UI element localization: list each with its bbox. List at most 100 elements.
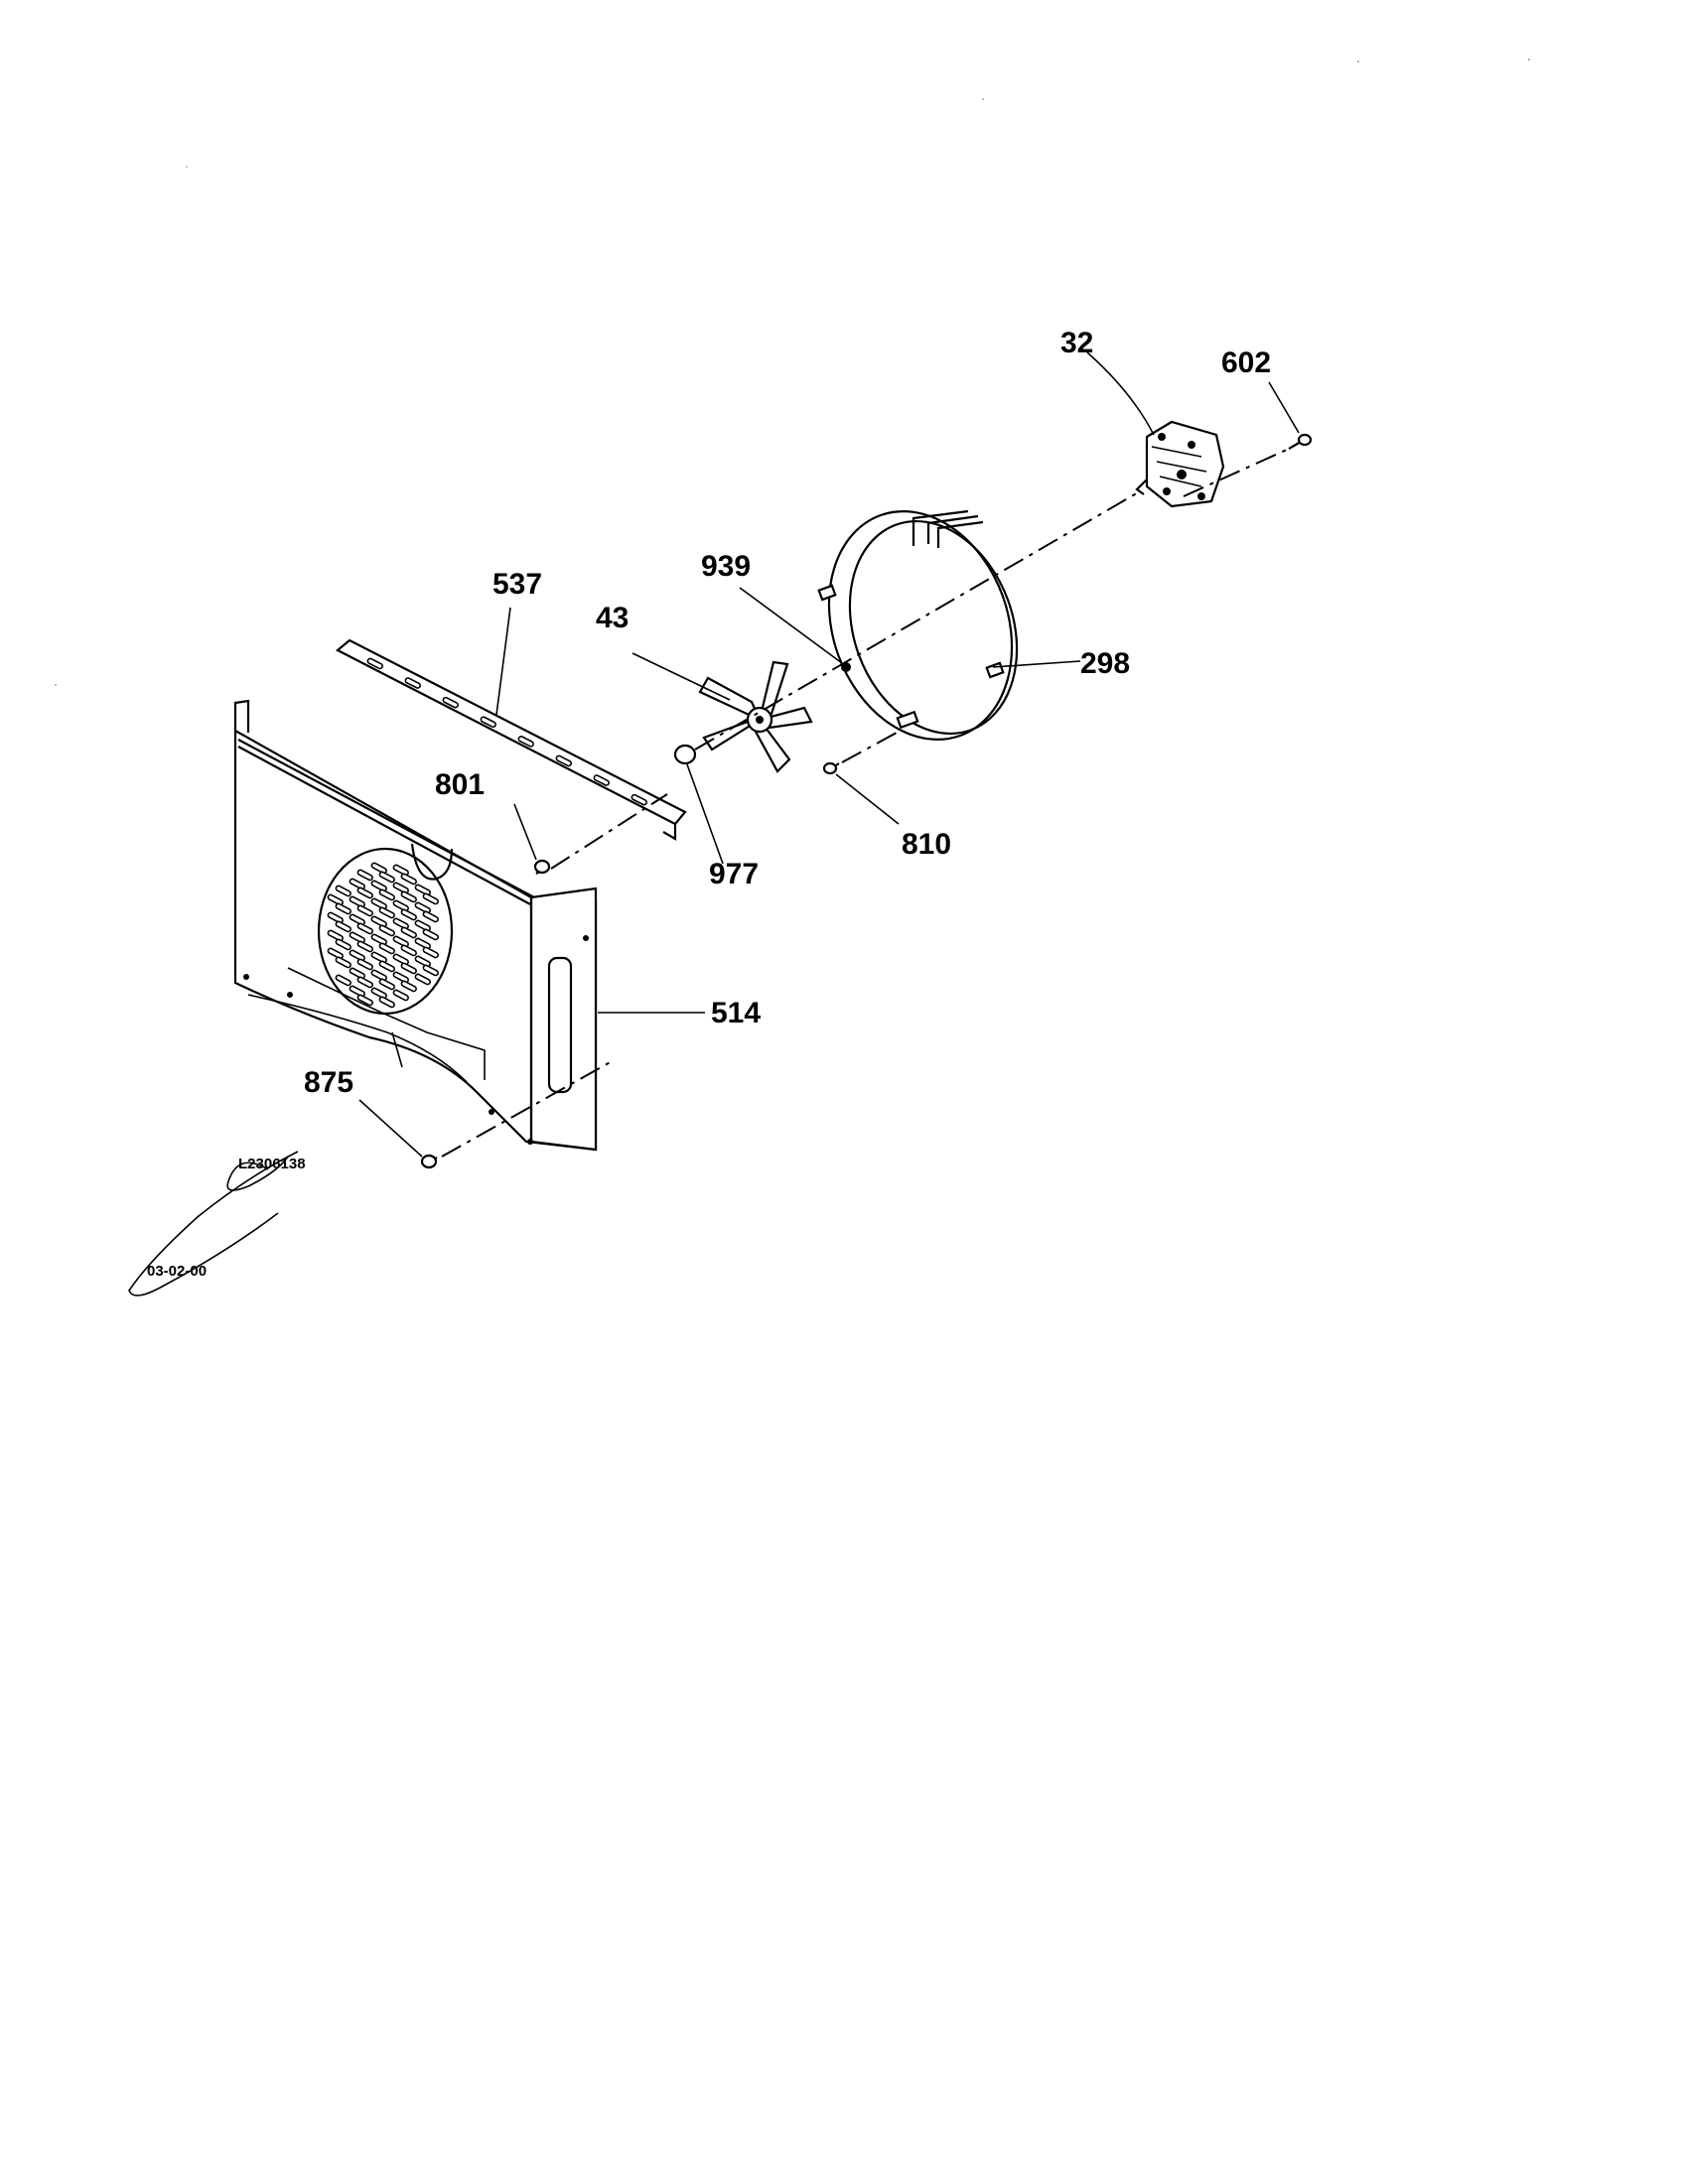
label-537: 537	[492, 568, 542, 601]
part-810-screw	[822, 761, 840, 775]
grille-slot	[378, 888, 395, 901]
grille-slot	[414, 919, 431, 932]
grille-slot	[378, 942, 395, 955]
strip-slot	[517, 736, 534, 748]
grille-slot	[378, 996, 395, 1009]
grille-slot	[422, 946, 439, 959]
part-43-fan-blade	[698, 660, 813, 773]
grille-slot	[400, 926, 417, 939]
grille-slot	[327, 911, 344, 924]
grille-slot	[392, 882, 409, 894]
strip-slot	[631, 793, 647, 806]
label-977: 977	[709, 858, 759, 890]
grille-slot	[335, 920, 351, 933]
label-298: 298	[1080, 647, 1130, 680]
strip-slot	[404, 677, 421, 689]
grille-slot	[400, 962, 417, 975]
part-298-heating-element	[817, 509, 1019, 741]
grille-slot	[349, 985, 365, 998]
grille-slot	[414, 901, 431, 914]
leader-lines	[358, 351, 1300, 1158]
grille-slot	[400, 980, 417, 993]
grille-slot	[370, 897, 387, 910]
label-514: 514	[711, 997, 761, 1029]
grille-slot	[356, 958, 373, 971]
part-977-nut	[673, 744, 697, 765]
part-875-screw	[420, 1154, 438, 1169]
grille-slot	[378, 978, 395, 991]
drawing-date: 03-02-00	[147, 1263, 207, 1280]
part-labels: 32 602 537 939 43 298 801 977 810 514 87…	[304, 327, 1271, 1099]
grille-slot	[349, 949, 365, 962]
label-875: 875	[304, 1066, 353, 1099]
grille-slot	[335, 974, 351, 987]
grille-slot	[422, 910, 439, 923]
grille-slot	[414, 955, 431, 968]
strip-slot	[593, 774, 610, 786]
grille-slot	[356, 922, 373, 935]
strip-slot	[366, 657, 383, 670]
grille-slot	[414, 937, 431, 950]
label-602: 602	[1221, 346, 1271, 379]
strip-slot	[555, 754, 572, 767]
grille-slot	[335, 956, 351, 969]
grille-slot	[370, 880, 387, 892]
grille-slot	[422, 892, 439, 905]
grille-slot	[422, 964, 439, 977]
grille-slot	[349, 967, 365, 980]
grille-slot	[370, 987, 387, 1000]
grille-slot	[335, 885, 351, 897]
label-43: 43	[596, 602, 629, 634]
grille-slot	[414, 973, 431, 986]
grille-slot	[378, 960, 395, 973]
label-810: 810	[902, 828, 951, 861]
assembly-centerlines	[441, 448, 1290, 1158]
grille-slot	[392, 899, 409, 912]
grille-slot	[400, 944, 417, 957]
grille-slot	[370, 951, 387, 964]
label-32: 32	[1060, 327, 1093, 359]
grille-slot	[327, 893, 344, 906]
grille-slot	[356, 994, 373, 1007]
signature-mark: L2306138 03-02-00	[128, 1151, 306, 1297]
grille-slot	[335, 938, 351, 951]
grille-slot	[400, 890, 417, 903]
label-939: 939	[701, 550, 751, 583]
grille-slot	[378, 871, 395, 884]
grille-slot	[356, 904, 373, 917]
grille-slot	[392, 953, 409, 966]
grille-slot	[414, 884, 431, 896]
scan-specks	[55, 59, 1530, 686]
grille-slot	[349, 931, 365, 944]
grille-slot	[392, 989, 409, 1002]
part-801-screw	[533, 859, 551, 875]
grille-slot	[349, 895, 365, 908]
grille-slot	[422, 928, 439, 941]
grille-slot	[356, 976, 373, 989]
grille-slot	[392, 935, 409, 948]
grille-slot	[327, 947, 344, 960]
part-537-mounting-strip	[336, 638, 687, 841]
grille-slot	[392, 864, 409, 877]
grille-slot	[370, 862, 387, 875]
grille-slot	[349, 913, 365, 926]
grille-slots	[327, 862, 439, 1009]
grille-slot	[392, 917, 409, 930]
grille-slot	[356, 869, 373, 882]
part-602-screw	[1288, 433, 1313, 450]
grille-slot	[349, 878, 365, 890]
grille-slot	[400, 873, 417, 886]
grille-slot	[370, 969, 387, 982]
drawing-code: L2306138	[238, 1156, 306, 1172]
grille-slot	[356, 940, 373, 953]
part-32-motor	[1135, 420, 1225, 508]
grille-slot	[327, 929, 344, 942]
part-514-rear-panel	[233, 699, 598, 1152]
grille-slot	[370, 933, 387, 946]
label-801: 801	[435, 768, 485, 801]
grille-slot	[400, 908, 417, 921]
strip-slot	[480, 716, 496, 729]
grille-slot	[378, 906, 395, 919]
grille-slot	[356, 887, 373, 899]
